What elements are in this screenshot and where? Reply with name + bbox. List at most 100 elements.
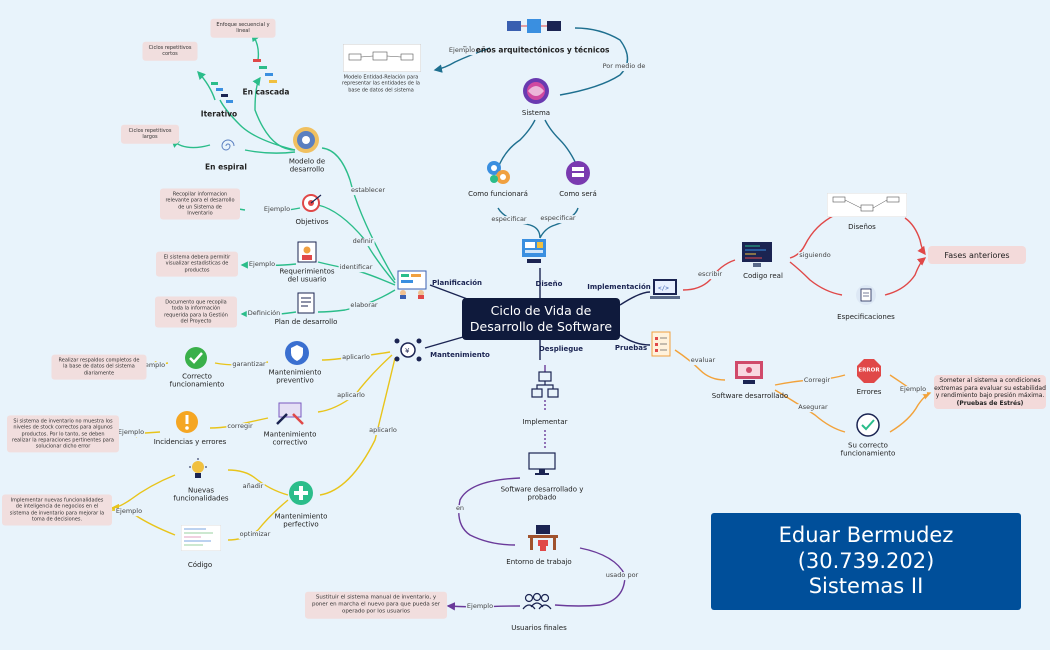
edge-evaluar: evaluar [689,356,717,365]
edge-ejemplo-perfectivo: Ejemplo [114,507,144,516]
disenos-label: Diseños [848,222,876,231]
design-layout-icon [522,239,546,263]
objetivos-note: Recopilar informacion relevante para el … [160,188,240,220]
summary-line3: y rendimiento bajo presión máxima. [935,392,1045,399]
er-diagram-thumbnail [343,44,421,72]
edge-por-medio: Por medio de [601,62,647,71]
summary-line2: extremas para evaluar su estabilidad [934,384,1046,392]
cascada-note: Enfoque secuencial y lineal [210,18,276,38]
planning-board-icon [397,270,427,299]
edge-ejemplo-preventivo: Ejemplo [137,361,167,370]
codigo-label: Código [187,560,213,569]
central-line2: Desarrollo de Software [469,319,613,334]
phase-despliegue[interactable]: Despliegue [538,345,584,353]
maintenance-hub-icon: ¥ [394,338,422,362]
target-icon [302,194,322,212]
incidencias-label: Incidencias y errores [153,437,227,446]
espiral-label: En espiral [205,162,247,172]
spiral-icon [221,139,235,151]
edge-especificar-2: especificar [539,214,577,223]
code-screenshot-thumbnail [181,525,221,551]
plan-note: Documento que recopila toda la informaci… [155,296,237,328]
phase-implementacion[interactable]: Implementación [587,283,651,291]
idea-bulb-icon [189,458,207,478]
edge-anadir: añadir [241,482,265,491]
edge-optimizar: optimizar [238,530,272,539]
author-id: (30.739.202) [797,548,935,573]
edge-identificar: identificar [338,263,374,272]
stress-test-box: Someter al sistema a condiciones extrema… [934,375,1046,409]
author-box: Eduar Bermudez (30.739.202) Sistemas II [711,513,1021,610]
fases-anteriores-box: Fases anteriores [928,246,1026,264]
svg-text:¥: ¥ [405,347,410,355]
edge-elaborar: elaborar [349,301,379,310]
edge-ejemplo-requerimientos: Ejemplo [247,260,277,269]
requerimientos-note: El sistema debera permitir visualizar es… [156,251,238,277]
svg-text:</>: </> [658,285,669,292]
developed-software-icon [735,361,763,384]
architecture-diagram-icon [507,19,561,33]
summary-line4: (Pruebas de Estrés) [956,399,1024,407]
plus-circle-icon [289,481,313,505]
como-funcionara-label: Como funcionará [468,189,528,198]
edge-ejemplo-diseno: Ejemplo [447,46,477,55]
como-sera-label: Como será [559,189,597,198]
waterfall-icon [253,59,277,83]
central-topic[interactable]: Ciclo de Vida de Desarrollo de Software [462,298,620,340]
edge-aplicarlo-2: aplicarlo [336,391,366,400]
desktop-monitor-icon [528,452,556,475]
specifications-icon [856,285,876,305]
document-plan-icon [297,292,315,314]
especificaciones-label: Especificaciones [837,312,895,321]
phase-pruebas[interactable]: Pruebas [614,344,648,352]
iterativo-label: Iterativo [200,109,238,119]
users-icon [522,592,552,610]
sistema-label: Sistema [521,108,551,117]
edge-corregir: Corregir [802,376,832,385]
repair-tools-icon [276,402,304,425]
system-sphere-icon [523,78,549,104]
summary-line1: Someter al sistema a condiciones [939,377,1041,384]
edge-corregir-mant: corregir [226,422,254,431]
phase-planificacion[interactable]: Planificación [431,279,483,287]
iterativo-note: Ciclos repetitivos cortos [142,41,198,61]
disenos-arquitectonicos-label: Diseños arquitectónicos y técnicos [462,45,610,55]
user-requirements-icon [297,241,317,263]
error-stop-icon [857,359,881,383]
edge-definir: definir [351,237,375,246]
iterative-icon [211,82,233,103]
gear-settings-icon [293,127,319,153]
warning-icon [176,411,198,433]
phase-diseno[interactable]: Diseño [535,280,563,288]
edge-usado-por: usado por [604,571,640,580]
edge-asegurar: Asegurar [797,403,829,412]
edge-garantizar: garantizar [231,360,267,369]
edge-especificar-1: especificar [490,215,528,224]
checklist-icon [651,331,671,357]
workstation-icon [528,525,558,551]
usuarios-finales-label: Usuarios finales [511,623,567,632]
edge-definicion: Definición [246,309,282,318]
phase-mantenimiento[interactable]: Mantenimiento [430,351,490,359]
plan-label: Plan de desarrollo [274,317,338,326]
despliegue-note: Sustituir el sistema manual de inventari… [305,591,447,619]
edge-siguiendo: siguiendo [798,251,832,260]
espiral-note: Ciclos repetitivos largos [121,124,179,144]
server-icon [566,161,590,185]
edge-ejemplo-correctivo: Ejemplo [116,428,146,437]
edge-en: en [454,504,466,513]
implementar-label: Implementar [522,417,568,426]
perfectivo-note: Implementar nuevas funcionalidades de in… [2,494,112,526]
edge-ejemplo-despliegue: Ejemplo [465,602,495,611]
check-circle-icon [185,347,207,369]
edge-ejemplo-pruebas: Ejemplo [898,385,928,394]
code-monitor-icon [742,242,772,267]
